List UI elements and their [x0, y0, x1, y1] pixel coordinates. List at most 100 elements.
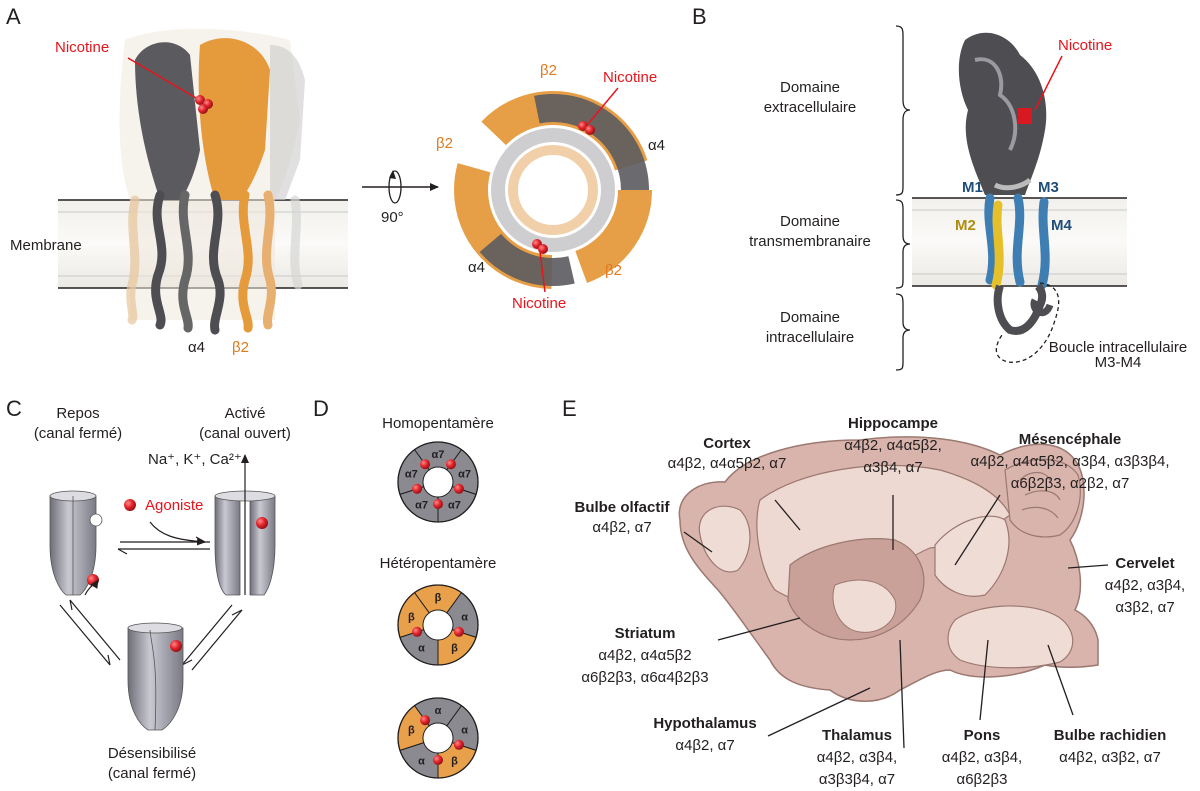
- m3-label: M3: [1038, 179, 1059, 196]
- extracellular-label-line1: Domaine: [780, 79, 840, 96]
- hippocampe-name: Hippocampe: [848, 415, 938, 432]
- ligand-site-icon: [433, 499, 443, 509]
- region-hippocampe: Hippocampe α4β2, α4α5β2, α3β4, α7: [844, 415, 942, 476]
- a-nicotine-label: Nicotine: [55, 39, 109, 56]
- mesencephale-subtypes-1: α4β2, α4α5β2, α3β4, α3β3β4,: [970, 453, 1169, 470]
- ligand-site-icon: [445, 459, 456, 470]
- top-beta2-top-label: β2: [540, 62, 557, 79]
- pentamer-subunit-label: β: [435, 592, 442, 604]
- alpha4-label: α4: [188, 339, 205, 356]
- ligand-site-icon: [453, 626, 464, 637]
- receptor-top-view: [454, 91, 652, 289]
- top-nicotine-top-label: Nicotine: [603, 69, 657, 86]
- m2-label: M2: [955, 217, 976, 234]
- ligand-site-icon: [433, 755, 443, 765]
- hypothalamus-name: Hypothalamus: [653, 715, 756, 732]
- rest-label-line1: Repos: [56, 405, 99, 422]
- transmembrane-label-line1: Domaine: [780, 213, 840, 230]
- brain-illustration: [678, 436, 1099, 702]
- pons-name: Pons: [964, 727, 1001, 744]
- mesencephale-subtypes-2: α6β2β3, α2β2, α7: [1011, 475, 1130, 492]
- cervelet-subtypes-2: α3β2, α7: [1115, 599, 1174, 616]
- thalamus-subtypes-1: α4β2, α3β4,: [817, 749, 897, 766]
- pentamer-subunit-label: α7: [415, 500, 428, 512]
- pentamer-subunit-label: α: [418, 643, 425, 655]
- top-beta2-left-label: β2: [436, 135, 453, 152]
- pentamer-subunit-label: β: [408, 611, 415, 623]
- pentamer-subunit-label: α7: [405, 468, 418, 480]
- m4-label: M4: [1051, 217, 1072, 234]
- b-nicotine-label: Nicotine: [1058, 37, 1112, 54]
- pentamer-subunit-label: α: [418, 756, 425, 768]
- region-cervelet: Cervelet α4β2, α3β4, α3β2, α7: [1105, 555, 1185, 616]
- bulbe-rachidien-name: Bulbe rachidien: [1054, 727, 1167, 744]
- receptor-side-view: [119, 28, 305, 335]
- ligand-site-icon: [453, 483, 464, 494]
- channel-rest: [49, 490, 103, 596]
- bulbe-rachidien-subtypes: α4β2, α3β2, α7: [1059, 749, 1161, 766]
- ligand-site-icon: [420, 459, 431, 470]
- bulbe-olfactif-subtypes: α4β2, α7: [592, 519, 651, 536]
- rotation-label: 90°: [381, 209, 404, 226]
- rotation-arrow-icon: [362, 170, 439, 204]
- pentamer-subunit-label: α: [435, 705, 442, 717]
- transmembrane-label-line2: transmembranaire: [749, 233, 871, 250]
- homopentamer-label: Homopentamère: [382, 415, 494, 432]
- ligand-site-icon: [412, 483, 423, 494]
- pentamer-subunit-label: α7: [458, 468, 471, 480]
- pons-subtypes-1: α4β2, α3β4,: [942, 749, 1022, 766]
- subunit-structure: [958, 32, 1060, 363]
- pentamer-subunit-label: α: [461, 611, 468, 623]
- intracellular-label-line1: Domaine: [780, 309, 840, 326]
- cortex-subtypes: α4β2, α4α5β2, α7: [668, 455, 787, 472]
- region-cortex: Cortex α4β2, α4α5β2, α7: [668, 435, 787, 472]
- ligand-site-icon: [420, 715, 431, 726]
- a-nicotine-pointer: [127, 57, 197, 99]
- channel-desensitized: [127, 622, 184, 731]
- region-striatum: Striatum α4β2, α4α5β2 α6β2β3, α6α4β2β3: [581, 625, 708, 686]
- panel-label-e: E: [562, 396, 577, 421]
- cervelet-subtypes-1: α4β2, α3β4,: [1105, 577, 1185, 594]
- pentamer-subunit-label: α7: [432, 449, 445, 461]
- striatum-subtypes-1: α4β2, α4α5β2: [598, 647, 691, 664]
- bulbe-olfactif-name: Bulbe olfactif: [574, 499, 670, 516]
- region-thalamus: Thalamus α4β2, α3β4, α3β3β4, α7: [817, 727, 897, 788]
- b-nicotine-pointer: [1034, 55, 1063, 111]
- beta2-label: β2: [232, 339, 249, 356]
- mesencephale-name: Mésencéphale: [1019, 431, 1122, 448]
- cervelet-name: Cervelet: [1115, 555, 1174, 572]
- top-nicotine-bottom-pointer: [539, 251, 546, 293]
- hippocampe-subtypes-1: α4β2, α4α5β2,: [844, 437, 942, 454]
- desensitized-label-line1: Désensibilisé: [108, 745, 196, 762]
- loop-label-line2: M3-M4: [1095, 354, 1142, 371]
- activated-label-line1: Activé: [225, 405, 266, 422]
- pentamer-subunit-label: β: [451, 643, 458, 655]
- activated-label-line2: (canal ouvert): [199, 425, 291, 442]
- region-hypothalamus: Hypothalamus α4β2, α7: [653, 715, 756, 754]
- pentamer-subunit-label: α7: [448, 500, 461, 512]
- equilibrium-arrows-right: [181, 604, 243, 671]
- equilibrium-arrows-left: [59, 579, 121, 666]
- equilibrium-arrows-top: [117, 521, 210, 555]
- panel-label-d: D: [313, 396, 329, 421]
- top-beta2-bottom-label: β2: [605, 262, 622, 279]
- striatum-name: Striatum: [615, 625, 676, 642]
- heteropentamer-label: Hétéropentamère: [380, 555, 497, 572]
- pentamer-subunit-label: α: [461, 724, 468, 736]
- m1-label: M1: [962, 179, 983, 196]
- membrane-label: Membrane: [10, 237, 82, 254]
- panel-label-c: C: [6, 396, 22, 421]
- top-alpha4-right-label: α4: [648, 137, 665, 154]
- hippocampe-subtypes-2: α3β4, α7: [863, 459, 922, 476]
- region-bulbe-olfactif: Bulbe olfactif α4β2, α7: [574, 499, 670, 536]
- rest-label-line2: (canal fermé): [34, 425, 122, 442]
- loop-label-line1: Boucle intracellulaire: [1049, 339, 1187, 356]
- agonist-label: Agoniste: [145, 497, 203, 514]
- region-mesencephale: Mésencéphale α4β2, α4α5β2, α3β4, α3β3β4,…: [970, 431, 1169, 492]
- hypothalamus-subtypes: α4β2, α7: [675, 737, 734, 754]
- pentamer-hetero-1: β α β α β: [397, 584, 479, 666]
- top-nicotine-bottom-label: Nicotine: [512, 295, 566, 312]
- striatum-subtypes-2: α6β2β3, α6α4β2β3: [581, 669, 708, 686]
